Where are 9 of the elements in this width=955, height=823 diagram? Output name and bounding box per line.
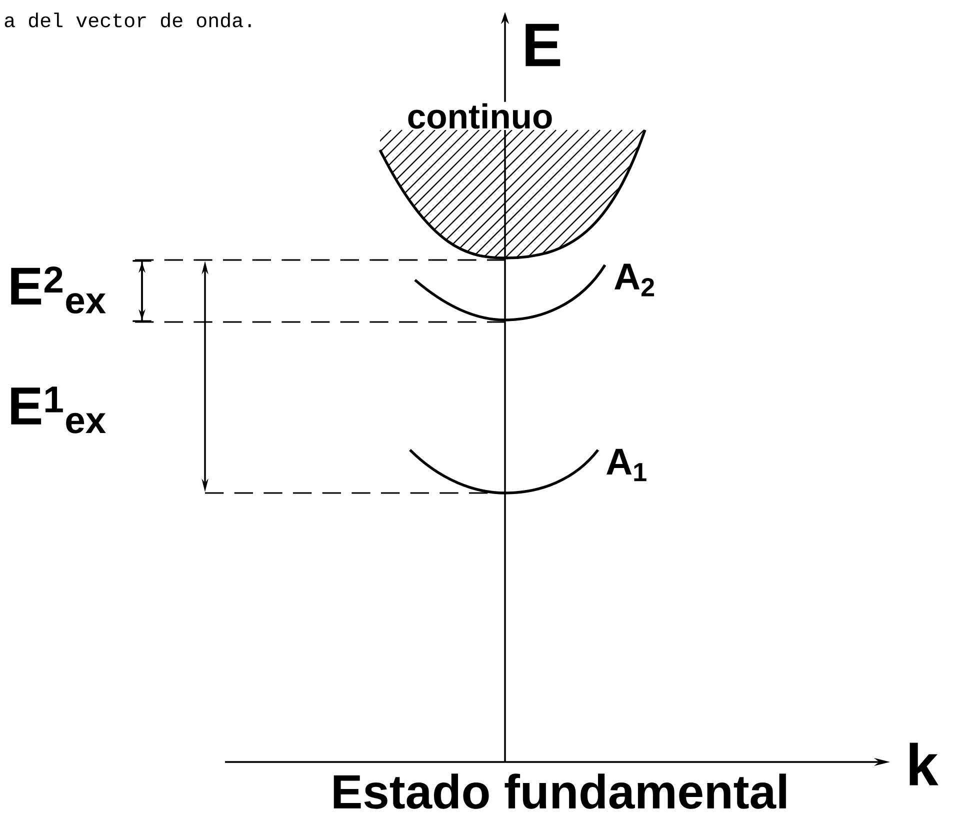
region-label: continuo — [406, 102, 554, 130]
energy-label: E$^{2}$$_{ex}$ — [6, 265, 108, 315]
curve-label: A$_{2}$ — [612, 262, 658, 298]
curve-label: A$_{1}$ — [604, 448, 650, 482]
axis-label: k — [904, 741, 940, 787]
axis-caption: Estado fundamental — [329, 772, 791, 810]
energy-label: E$^{1}$$_{ex}$ — [6, 385, 108, 435]
axis-label: E — [520, 22, 564, 68]
caption-text: a del vector de onda. — [2, 11, 257, 29]
